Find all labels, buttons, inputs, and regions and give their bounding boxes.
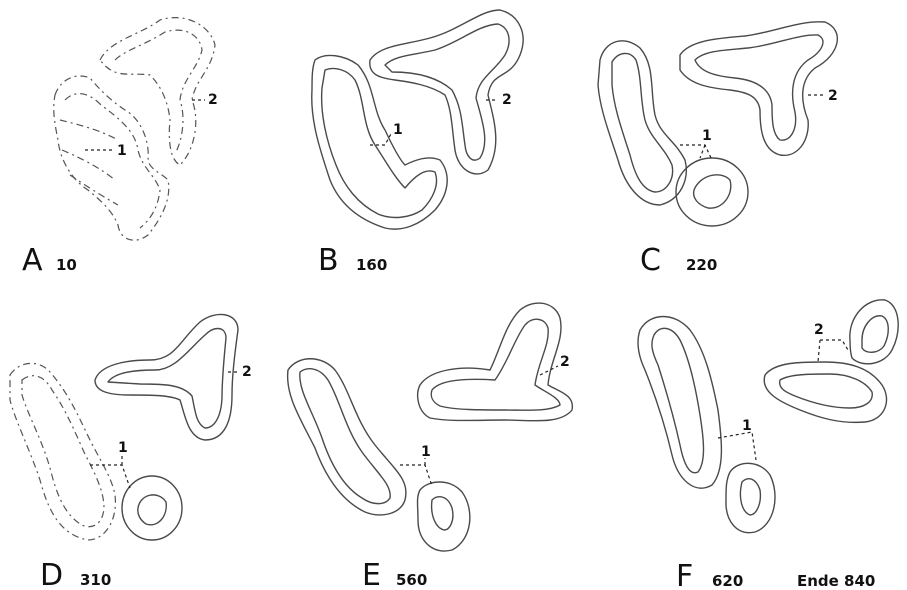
panel-f: 1 2 F 620 Ende 840 [638,300,898,590]
panel-c: 1 2 C 220 [598,22,838,278]
panel-a: 1 2 A 10 [22,18,218,278]
panel-f-leader-1a [718,432,756,460]
panel-b-label-1: 1 [393,122,403,138]
panel-c-structure-1-left [598,41,686,205]
end-note: Ende 840 [797,572,875,590]
panel-b-label-2: 2 [502,92,512,108]
panel-f-structure-2-upper [850,300,898,364]
panel-e-structure-1-right [418,482,470,551]
panel-e-label-1: 1 [421,444,431,460]
panel-f-structure-1-left [638,317,721,489]
panel-e-number: 560 [396,571,427,589]
panel-d-number: 310 [80,571,111,589]
panel-d-structure-2 [95,314,238,440]
panel-a-label-2: 2 [208,92,218,108]
panel-c-structure-1-right [676,158,748,226]
panel-f-leader-2b [818,340,820,362]
panel-a-number: 10 [56,256,77,274]
panel-e-leader-2 [540,366,558,375]
panel-c-label-2: 2 [828,88,838,104]
panel-f-label-2: 2 [814,322,824,338]
panel-d-label-1: 1 [118,440,128,456]
panel-c-label-1: 1 [702,128,712,144]
panel-e-structure-1-left [288,359,406,515]
panel-a-letter: A [22,243,43,278]
panel-b-structure-1 [312,55,447,229]
panel-d: 1 2 D 310 [10,314,252,590]
panel-a-label-1: 1 [117,143,127,159]
panel-e-structure-2 [418,303,573,421]
panel-e-letter: E [362,558,381,590]
panel-d-letter: D [40,558,63,590]
panel-d-structure-1-right [122,476,182,540]
panel-f-label-1: 1 [742,418,752,434]
panel-c-number: 220 [686,256,717,274]
panel-b-letter: B [318,243,339,278]
panel-d-leader-1a [90,465,130,488]
panel-b-structure-2 [370,10,523,174]
panel-e: 1 2 E 560 [288,303,573,590]
panel-b-number: 160 [356,256,387,274]
panel-a-structure-1 [54,76,169,240]
panel-b: 1 2 B 160 [312,10,523,278]
panel-f-structure-2-lower [764,362,886,422]
panel-c-letter: C [640,243,661,278]
panel-f-leader-2a [820,340,848,350]
panel-d-label-2: 2 [242,364,252,380]
panel-c-leader-1b [700,145,705,158]
panel-e-leader-1a [400,465,432,486]
panel-e-label-2: 2 [560,354,570,370]
panel-f-structure-1-right [726,463,775,532]
panel-f-letter: F [676,559,693,590]
panel-f-number: 620 [712,572,743,590]
